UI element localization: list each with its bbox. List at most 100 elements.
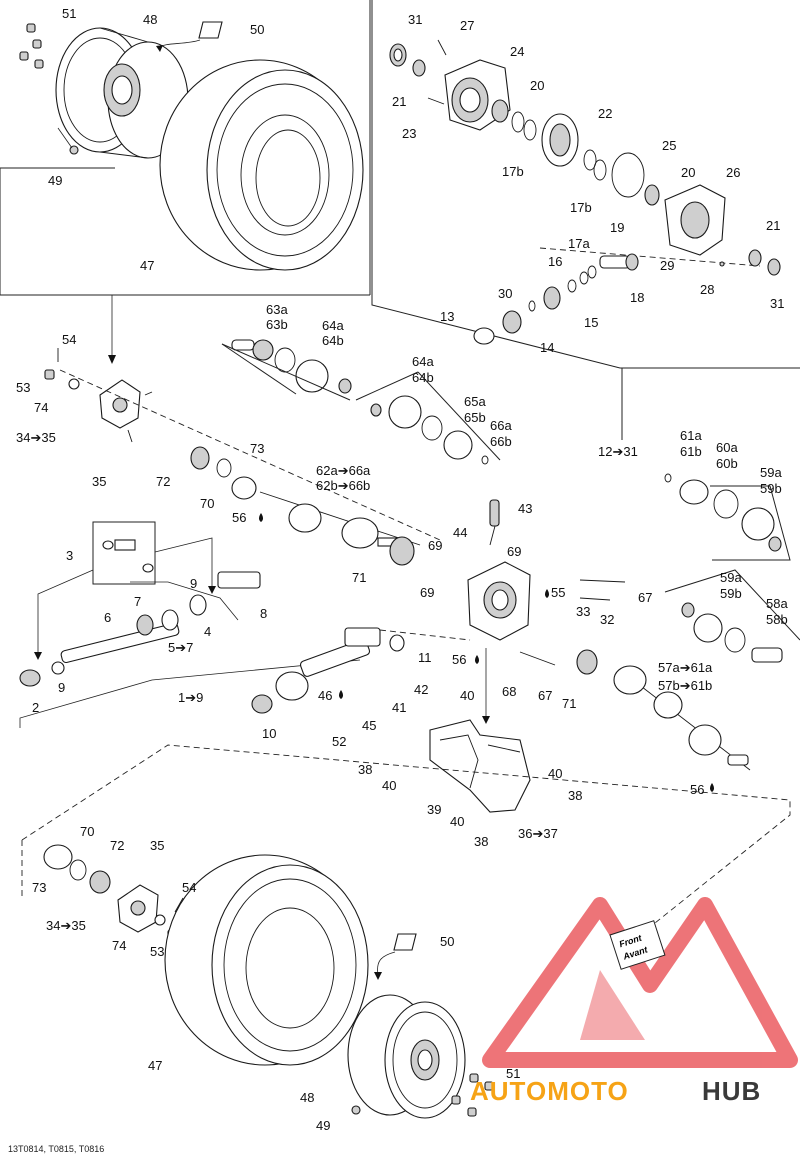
callout: 64b bbox=[322, 333, 344, 348]
callout: 45 bbox=[362, 718, 376, 733]
callout: 36➔37 bbox=[518, 826, 558, 841]
callout: 61b bbox=[680, 444, 702, 459]
front-diff-housing bbox=[467, 561, 531, 641]
callout: 72 bbox=[110, 838, 124, 853]
callout: 15 bbox=[584, 315, 598, 330]
callout: 40 bbox=[548, 766, 562, 781]
callout: 54 bbox=[62, 332, 76, 347]
callout: 68 bbox=[502, 684, 516, 699]
skid-plate bbox=[429, 719, 531, 813]
rim-top bbox=[55, 27, 189, 159]
callout: 66a bbox=[490, 418, 512, 433]
bearing-70-upper bbox=[231, 476, 257, 500]
callout: 43 bbox=[518, 501, 532, 516]
callout: 65a bbox=[464, 394, 486, 409]
callout: 11 bbox=[418, 650, 432, 665]
callout: 9 bbox=[190, 576, 197, 591]
oil-drop-icon bbox=[475, 655, 479, 664]
callout: 10 bbox=[262, 726, 276, 741]
callout: 38 bbox=[474, 834, 488, 849]
callout: 67 bbox=[638, 590, 652, 605]
o-ring-25 bbox=[611, 152, 645, 198]
propeller-shaft bbox=[19, 571, 261, 687]
callout: 35 bbox=[150, 838, 164, 853]
oil-drop-icon bbox=[259, 513, 263, 522]
diagram-code: 13T0814, T0815, T0816 bbox=[8, 1144, 105, 1154]
tag-top bbox=[156, 21, 223, 52]
callout: 24 bbox=[510, 44, 524, 59]
callout: 69 bbox=[507, 544, 521, 559]
callout: 22 bbox=[598, 106, 612, 121]
callout: 59a bbox=[760, 465, 782, 480]
axle-shaft-lower bbox=[613, 665, 751, 771]
callout: 16 bbox=[548, 254, 562, 269]
callout: 69 bbox=[420, 585, 434, 600]
callout: 38 bbox=[358, 762, 372, 777]
callout: 42 bbox=[414, 682, 428, 697]
callout: 46 bbox=[318, 688, 332, 703]
callout: 64a bbox=[412, 354, 434, 369]
callout: 72 bbox=[156, 474, 170, 489]
callout: 56 bbox=[690, 782, 704, 797]
callout: 50 bbox=[440, 934, 454, 949]
bearing-20-b bbox=[644, 184, 660, 206]
callout: 17b bbox=[570, 200, 592, 215]
callout: 21 bbox=[766, 218, 780, 233]
callout: 59b bbox=[760, 481, 782, 496]
callout: 34➔35 bbox=[46, 918, 86, 933]
drive-shaft-assembly bbox=[19, 339, 800, 813]
callout: 47 bbox=[140, 258, 154, 273]
callout-labels: 51 48 50 49 47 31 27 24 21 20 23 22 17b … bbox=[16, 6, 788, 1133]
callout: 59b bbox=[720, 586, 742, 601]
callout: 12➔31 bbox=[598, 444, 638, 459]
callout: 32 bbox=[600, 612, 614, 627]
callout: 52 bbox=[332, 734, 346, 749]
output-shaft bbox=[251, 627, 405, 714]
ring-gear bbox=[541, 113, 579, 167]
tire-bottom bbox=[164, 854, 369, 1066]
callout: 23 bbox=[402, 126, 416, 141]
callout: 26 bbox=[726, 165, 740, 180]
callout: 47 bbox=[148, 1058, 162, 1073]
bearing-20-a bbox=[491, 99, 509, 123]
callout: 67 bbox=[538, 688, 552, 703]
callout: 50 bbox=[250, 22, 264, 37]
callout: 31 bbox=[770, 296, 784, 311]
callout: 8 bbox=[260, 606, 267, 621]
callout: 59a bbox=[720, 570, 742, 585]
callout: 40 bbox=[382, 778, 396, 793]
callout: 54 bbox=[182, 880, 196, 895]
callout: 69 bbox=[428, 538, 442, 553]
callout: 51 bbox=[62, 6, 76, 21]
callout: 4 bbox=[204, 624, 211, 639]
callout: 19 bbox=[610, 220, 624, 235]
callout: 31 bbox=[408, 12, 422, 27]
callout: 5➔7 bbox=[168, 640, 193, 655]
lower-frame-outline bbox=[21, 744, 791, 936]
callout: 17b bbox=[502, 164, 524, 179]
tire-top bbox=[159, 59, 364, 271]
callout: 51 bbox=[506, 1066, 520, 1081]
callout: 20 bbox=[530, 78, 544, 93]
callout: 66b bbox=[490, 434, 512, 449]
callout: 74 bbox=[34, 400, 48, 415]
callout: 64a bbox=[322, 318, 344, 333]
callout: 20 bbox=[681, 165, 695, 180]
differential-exploded-box bbox=[371, 0, 800, 440]
callout: 41 bbox=[392, 700, 406, 715]
callout: 56 bbox=[232, 510, 246, 525]
callout: 28 bbox=[700, 282, 714, 297]
hub-lower bbox=[117, 884, 159, 933]
hub-upper bbox=[99, 379, 153, 443]
callout: 40 bbox=[460, 688, 474, 703]
top-wheel-assembly bbox=[0, 0, 371, 364]
callout: 71 bbox=[352, 570, 366, 585]
cv-joint-right-upper bbox=[664, 473, 791, 561]
bearing-21-top bbox=[412, 59, 426, 77]
axle-shaft-upper bbox=[259, 491, 421, 566]
bottom-wheel-assembly bbox=[43, 844, 494, 1119]
callout: 55 bbox=[551, 585, 565, 600]
wheel-nuts-top bbox=[19, 23, 44, 69]
callout: 29 bbox=[660, 258, 674, 273]
callout: 57b➔61b bbox=[658, 678, 712, 693]
